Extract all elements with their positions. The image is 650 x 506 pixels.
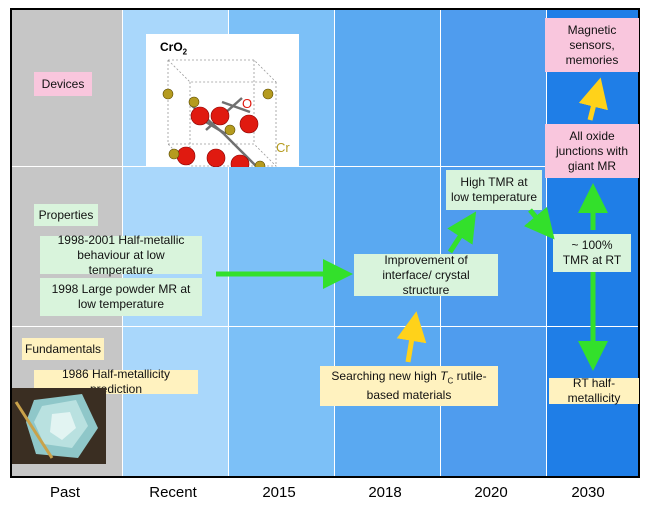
box-interface-improvement: Improvement of interface/ crystal struct… (354, 253, 498, 297)
crystal-specimen-image (12, 388, 106, 464)
arrow-yellow-to-sensors (578, 77, 608, 121)
column-label-2018: 2018 (368, 484, 402, 501)
arrow-yellow-to-interface (396, 311, 427, 363)
column-label-2020: 2020 (474, 484, 508, 501)
box-oxide-junctions: All oxide junctions with giant MR (545, 124, 639, 178)
arrow-to-100-tmr (523, 206, 555, 240)
row-label-devices: Devices (34, 72, 92, 96)
row-divider (12, 326, 638, 327)
column-label-2015: 2015 (262, 484, 296, 501)
column-label-2030: 2030 (571, 484, 605, 501)
box-searching-rutile: Searching new high TC rutile-based mater… (320, 366, 498, 406)
row-label-fundamentals: Fundamentals (22, 338, 104, 360)
box-powder-mr: 1998 Large powder MR at low temperature (40, 278, 202, 316)
box-high-tmr: High TMR at low temperature (446, 170, 542, 210)
crystal-formula: CrO2 (160, 40, 188, 57)
divider (440, 10, 441, 476)
divider (334, 10, 335, 476)
row-label-properties: Properties (34, 204, 98, 226)
divider (228, 10, 229, 476)
box-100-tmr: ~ 100% TMR at RT (553, 234, 631, 272)
divider (546, 10, 547, 476)
row-divider (12, 166, 638, 167)
crystal-lattice (162, 59, 277, 167)
atom-label-o: O (242, 96, 253, 111)
box-half-metallic-behaviour: 1998-2001 Half-metallic behaviour at low… (40, 233, 202, 277)
box-rt-half-metallicity: RT half-metallicity (549, 376, 639, 405)
column-label-past: Past (49, 484, 80, 501)
column-label-recent: Recent (149, 484, 197, 501)
cro2-crystal-structure: CrO2 (146, 34, 299, 167)
arrow-to-high-tmr (447, 211, 477, 254)
box-magnetic-sensors: Magnetic sensors, memories (545, 18, 639, 72)
atom-label-cr: Cr (276, 140, 290, 155)
mineral-photo (12, 388, 106, 464)
